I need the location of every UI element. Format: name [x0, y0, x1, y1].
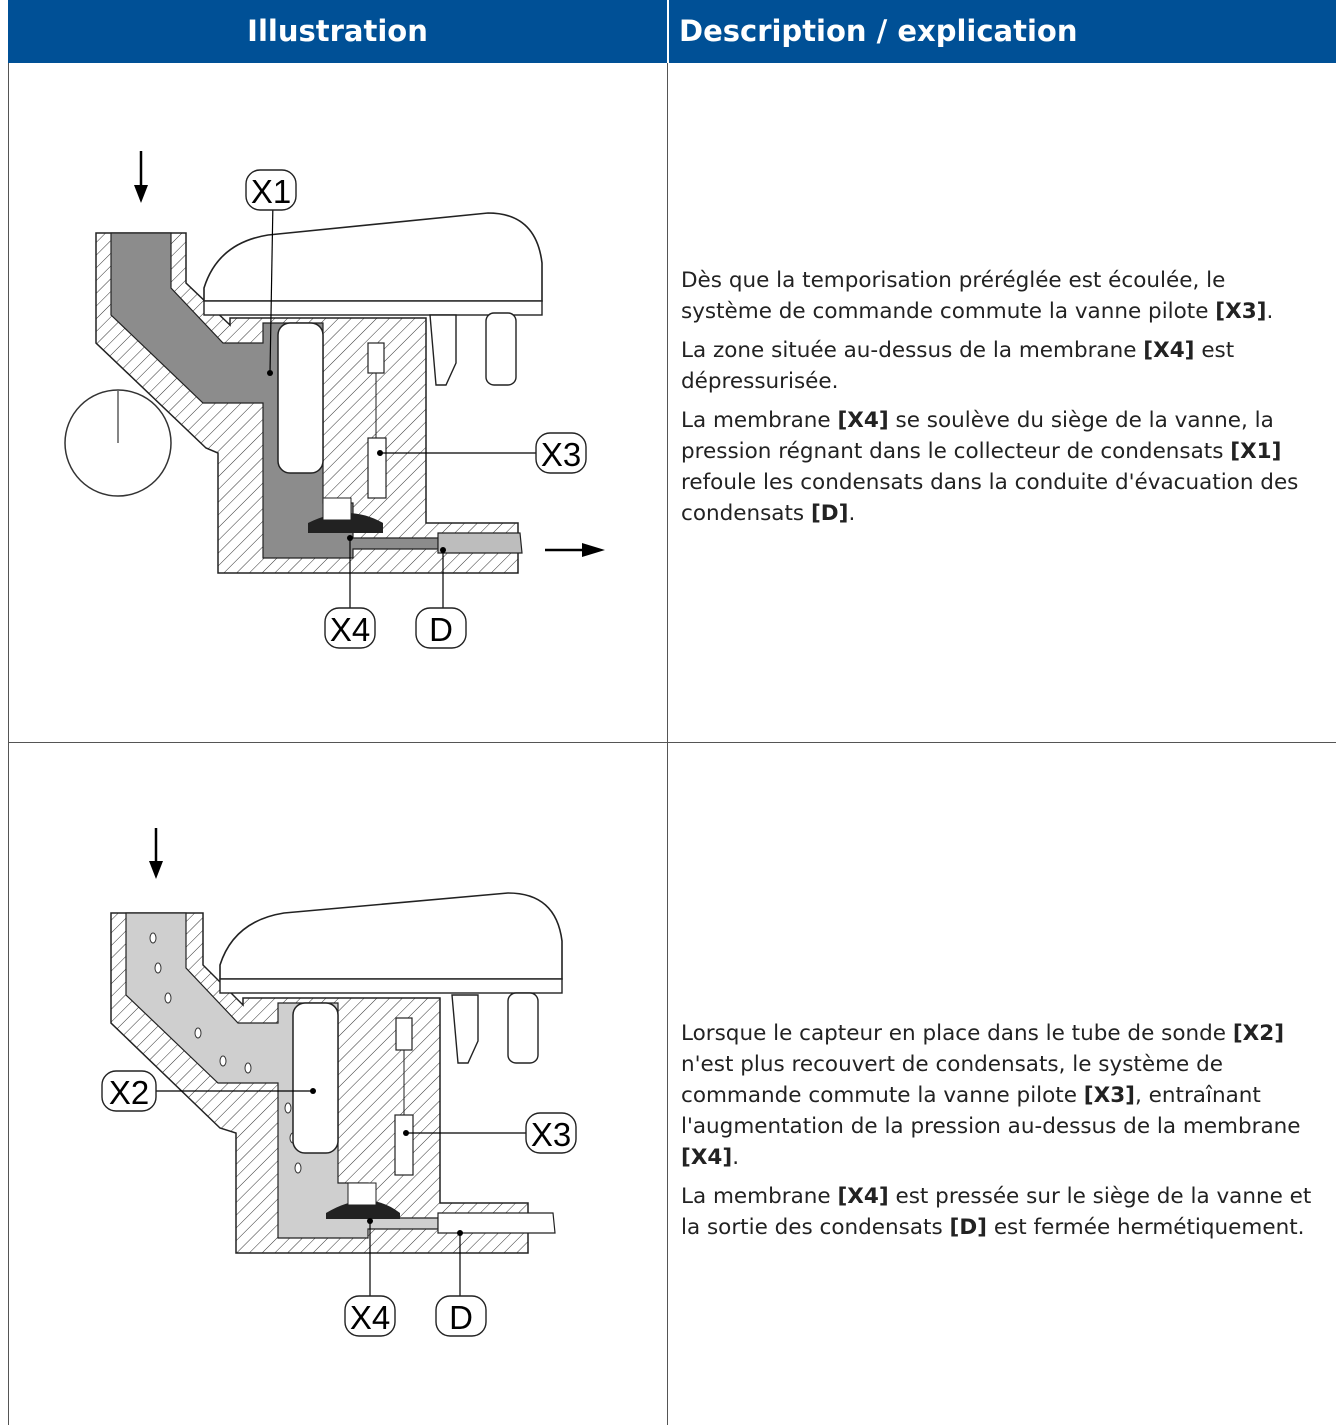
header-separator — [667, 0, 669, 63]
label-x4: X4 — [330, 611, 370, 648]
header-description: Description / explication — [669, 0, 1336, 63]
label-d-row2: D — [449, 1299, 473, 1336]
drain-closed-illustration: X2 X3 X4 D — [101, 828, 577, 1337]
row2-description: Lorsque le capteur en place dans le tube… — [681, 1018, 1321, 1251]
header-illustration: Illustration — [8, 0, 667, 63]
label-x3-row2: X3 — [531, 1116, 571, 1153]
label-x4-row2: X4 — [350, 1299, 390, 1336]
label-d: D — [429, 611, 453, 648]
description-table: Illustration Description / explication — [8, 0, 1336, 1425]
row1-paragraph-2: La zone située au-dessus de la membrane … — [681, 338, 1235, 394]
row1-description: Dès que la temporisation préréglée est é… — [681, 265, 1321, 537]
label-x1: X1 — [251, 173, 291, 210]
row1-paragraph-3: La membrane [X4] se soulève du siège de … — [681, 408, 1299, 526]
label-x2: X2 — [109, 1074, 149, 1111]
table-border-left — [8, 63, 9, 1425]
row2-paragraph-2: La membrane [X4] est pressée sur le sièg… — [681, 1184, 1312, 1240]
row1-paragraph-1: Dès que la temporisation préréglée est é… — [681, 268, 1274, 324]
table-column-divider — [667, 63, 668, 1425]
table-row-divider — [8, 742, 1336, 743]
drain-open-illustration: X1 X3 X4 D — [64, 151, 605, 649]
row2-paragraph-1: Lorsque le capteur en place dans le tube… — [681, 1021, 1301, 1170]
label-x3: X3 — [541, 436, 581, 473]
